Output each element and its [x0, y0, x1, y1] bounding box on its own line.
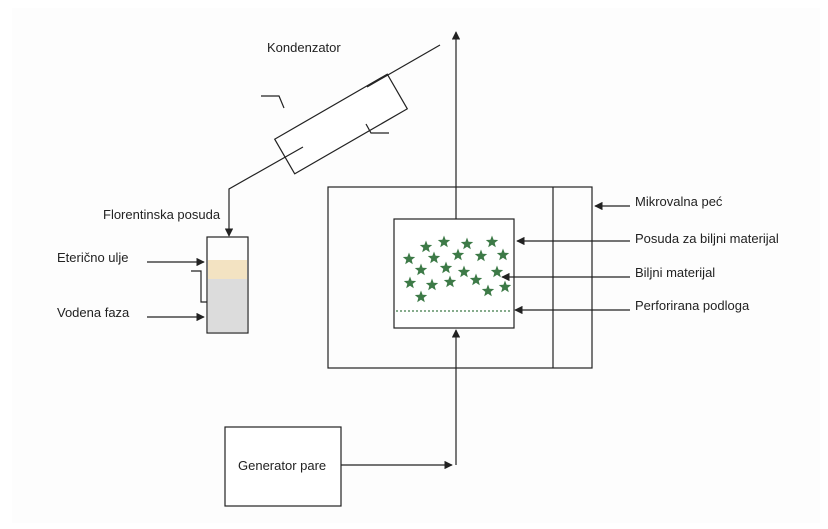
star-icon: [414, 263, 428, 276]
florentine-flask: [206, 236, 249, 334]
perforated-base-label: Perforirana podloga: [635, 298, 750, 313]
star-icon: [481, 284, 495, 297]
condenser-tube: [273, 73, 409, 175]
star-icon: [469, 273, 483, 286]
star-icon: [425, 278, 439, 291]
florentine-flask-label: Florentinska posuda: [103, 207, 221, 222]
florentine-flask-water-layer: [208, 279, 247, 332]
star-icon: [437, 235, 451, 248]
steam-generator-label: Generator pare: [238, 458, 326, 473]
florentine-flask-siphon: [191, 270, 207, 303]
star-icon: [451, 248, 465, 261]
condenser-inlet-line: [366, 44, 441, 88]
star-icon: [414, 290, 428, 303]
star-icon: [457, 265, 471, 278]
star-icon: [427, 251, 441, 264]
plant-material-stars: [402, 235, 512, 303]
water-phase-label: Vodena faza: [57, 305, 130, 320]
essential-oil-label: Eterično ulje: [57, 250, 129, 265]
star-icon: [443, 275, 457, 288]
star-icon: [402, 252, 416, 265]
florentine-flask-oil-layer: [208, 260, 247, 279]
microwave-oven-label: Mikrovalna peć: [635, 194, 723, 209]
star-icon: [460, 237, 474, 250]
steam-generator-box: [224, 426, 342, 507]
condenser-coolant-outlet: [365, 123, 389, 134]
plant-material-label: Biljni materijal: [635, 265, 715, 280]
condenser-label: Kondenzator: [267, 40, 341, 55]
star-icon: [485, 235, 499, 248]
star-icon: [419, 240, 433, 253]
star-icon: [403, 276, 417, 289]
star-icon: [439, 261, 453, 274]
star-icon: [490, 265, 504, 278]
star-icon: [496, 248, 510, 261]
condensate-line: [224, 146, 304, 237]
star-icon: [474, 249, 488, 262]
plant-container: [393, 218, 515, 329]
star-icon: [498, 280, 512, 293]
plant-container-label: Posuda za biljni materijal: [635, 231, 779, 246]
condenser-coolant-inlet: [261, 95, 285, 109]
